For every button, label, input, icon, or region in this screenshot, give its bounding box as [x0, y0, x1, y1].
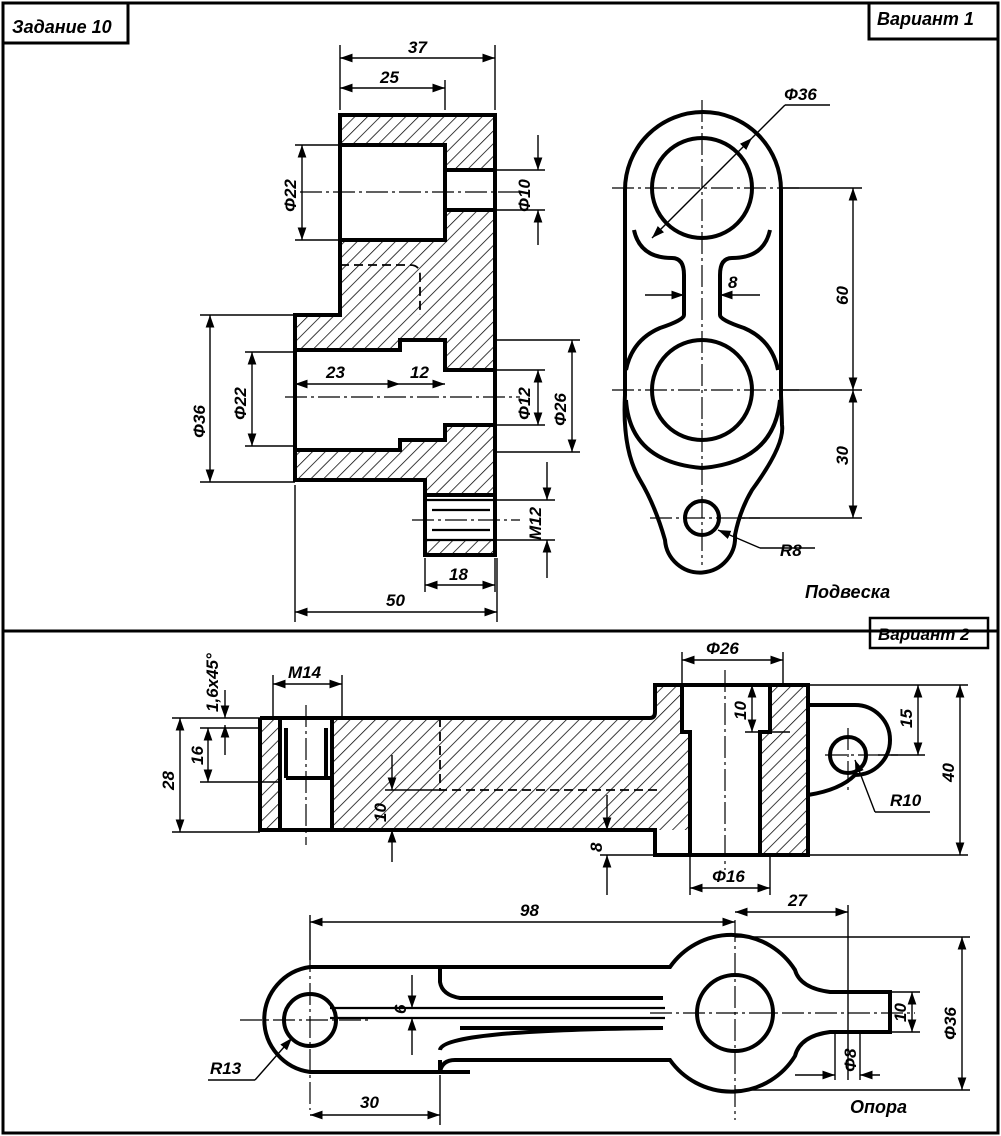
variant2-top-view: [240, 920, 915, 1120]
dim-phi36-left: Φ36: [190, 405, 209, 438]
variant1-caption: Подвеска: [805, 582, 890, 602]
dim-50: 50: [386, 591, 405, 610]
variant2-label: Вариант 2: [878, 625, 970, 644]
dim-phi12: Φ12: [515, 387, 534, 420]
dim-M12: M12: [526, 506, 545, 540]
dim-M14: M14: [288, 663, 322, 682]
dim-12-length: 12: [410, 363, 429, 382]
dim-R10: R10: [890, 791, 922, 810]
task-label-box: [1, 1, 130, 45]
dim-23: 23: [325, 363, 345, 382]
dim-10-groove: 10: [371, 803, 390, 822]
variant2-label-box: [868, 616, 990, 650]
dim-30-v1: 30: [833, 446, 852, 465]
variant2-top-view-dims: 98 27 6 10 Φ36 Φ8 R13 30 Опора: [208, 891, 970, 1125]
dim-6: 6: [391, 1004, 410, 1014]
task-label: Задание 10: [12, 17, 112, 37]
variant1-top-view: [612, 100, 800, 575]
dim-10-bore: 10: [731, 701, 750, 720]
variant1-top-view-dims: Φ36 8 60 30 R8 Подвеска: [645, 85, 890, 602]
dim-25: 25: [379, 68, 399, 87]
dim-phi26: Φ26: [551, 393, 570, 426]
variant1-section-view: [285, 113, 520, 557]
dim-phi8: Φ8: [841, 1048, 860, 1072]
dim-phi22-mid: Φ22: [231, 387, 250, 420]
variant2-caption: Опора: [850, 1097, 907, 1117]
dim-phi26-v2: Φ26: [706, 639, 739, 658]
dim-60: 60: [833, 286, 852, 305]
dim-40: 40: [939, 763, 958, 783]
dim-37: 37: [408, 38, 428, 57]
dim-phi36-top: Φ36: [784, 85, 817, 104]
dim-phi16: Φ16: [712, 867, 745, 886]
variant1-label: Вариант 1: [877, 9, 974, 29]
dim-phi36-v2: Φ36: [941, 1007, 960, 1040]
dim-30-v2: 30: [360, 1093, 379, 1112]
dim-15: 15: [897, 709, 916, 728]
dim-28: 28: [159, 771, 178, 791]
dim-18: 18: [449, 565, 468, 584]
variant1-section-dims: 37 25 Φ22 Φ10 Φ36 Φ22 23 12 Φ12: [190, 38, 580, 622]
dim-10-lug: 10: [891, 1003, 910, 1022]
dim-16: 16: [188, 746, 207, 765]
dim-27: 27: [787, 891, 808, 910]
dim-phi10: Φ10: [515, 179, 534, 212]
dim-phi22-top: Φ22: [281, 179, 300, 212]
dim-8-web: 8: [728, 273, 738, 292]
dim-R13: R13: [210, 1059, 242, 1078]
variant2-section-view: [258, 670, 898, 870]
dim-8-v2: 8: [587, 842, 606, 852]
dim-98: 98: [520, 901, 539, 920]
variant1-label-box: [867, 1, 1000, 41]
variant2-section-dims: 1,6x45° M14 16 28 10 Φ26 10 15: [159, 639, 968, 895]
dim-R8: R8: [780, 541, 802, 560]
dim-chamfer: 1,6x45°: [203, 653, 222, 712]
